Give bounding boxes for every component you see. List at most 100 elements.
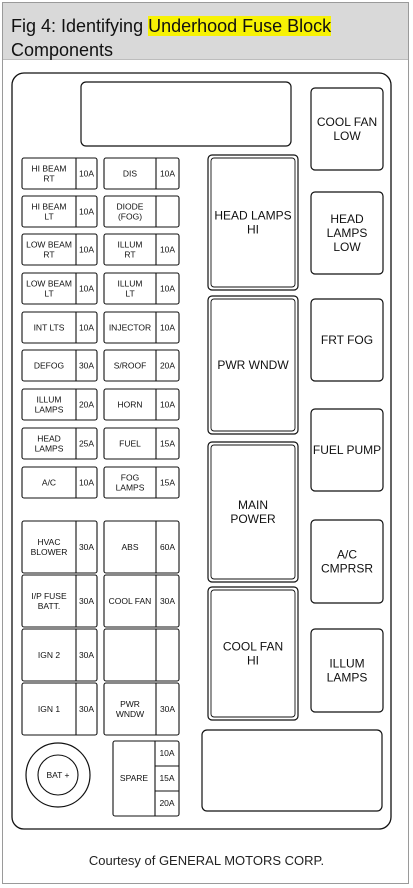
fuse-outline xyxy=(21,349,98,382)
fuse-rating: 15A xyxy=(160,439,175,449)
fuse-outline xyxy=(21,311,98,344)
spare-outline xyxy=(112,740,180,817)
relay-label: COOL FAN xyxy=(317,115,377,129)
relay-inner-outline xyxy=(210,157,296,288)
fuse-rating: 10A xyxy=(79,478,94,488)
fuse-label: INJECTOR xyxy=(109,323,151,333)
fuse-label: BATT. xyxy=(38,601,61,611)
fuse-rating: 60A xyxy=(160,542,175,552)
fuse-rating: 30A xyxy=(160,596,175,606)
fuse-outline xyxy=(21,388,98,421)
fuse-label: HI BEAM xyxy=(32,202,67,212)
relay-inner-outline xyxy=(210,444,296,580)
relay-label: PWR WNDW xyxy=(217,358,289,372)
cartridge-fuse xyxy=(103,628,180,682)
fuse-outline xyxy=(21,195,98,228)
fuse-outline xyxy=(103,682,180,736)
fuse-outline xyxy=(103,628,180,682)
fuse-label: IGN 1 xyxy=(38,704,60,714)
relay-label: HEAD xyxy=(330,212,364,226)
fuse-label: ILLUM xyxy=(117,279,142,289)
fuse-outline xyxy=(21,272,98,305)
fuse-outline xyxy=(21,520,98,574)
fuse-label: LAMPS xyxy=(116,483,145,493)
battery-terminal: BAT + xyxy=(25,742,91,808)
fuse-label: DIODE xyxy=(117,202,144,212)
relay-label: HI xyxy=(247,223,259,237)
fuse-rating: 25A xyxy=(79,439,94,449)
relay-label: FUEL PUMP xyxy=(313,443,381,457)
figure-title-line2: Components xyxy=(11,40,114,60)
relay-outline xyxy=(310,628,384,713)
fuse-label: LAMPS xyxy=(35,405,64,415)
figure-header: Fig 4: Identifying Underhood Fuse Block … xyxy=(3,3,408,60)
fuse-label: LOW BEAM xyxy=(26,240,72,250)
fuse-label: LT xyxy=(44,212,53,222)
fuse-label: LT xyxy=(44,289,53,299)
relay-outline xyxy=(207,295,299,435)
relay-label: ILLUM xyxy=(329,657,364,671)
figure-credit: Courtesy of GENERAL MOTORS CORP. xyxy=(88,853,325,868)
fuse-rating: 10A xyxy=(79,245,94,255)
relay-label: A/C xyxy=(337,548,357,562)
fuse-label: ILLUM xyxy=(117,240,142,250)
fuse-outline xyxy=(21,233,98,266)
fuse-rating: 30A xyxy=(79,596,94,606)
bottom-cover-slot xyxy=(201,729,383,812)
relay-inner-outline xyxy=(210,298,296,432)
fuse-outline xyxy=(21,628,98,682)
relay-outline xyxy=(310,87,384,171)
fuse-outline xyxy=(21,574,98,628)
fuse-label: (FOG) xyxy=(118,212,142,222)
spare-label: SPARE xyxy=(120,773,149,783)
fuse-outline xyxy=(21,682,98,736)
fuse-rating: 30A xyxy=(79,704,94,714)
relay-outline xyxy=(207,441,299,583)
relay-outline xyxy=(310,519,384,604)
relay-outline xyxy=(310,408,384,492)
fuse-rating: 30A xyxy=(79,542,94,552)
fuse-label: RT xyxy=(43,174,54,184)
fuse-outline xyxy=(103,349,180,382)
fuse-label: IGN 2 xyxy=(38,650,60,660)
small-fuse: DIODE(FOG) xyxy=(103,195,180,228)
relay-label: LOW xyxy=(333,129,361,143)
relay-inner-outline xyxy=(210,589,296,718)
title-highlight: Underhood Fuse Block xyxy=(148,16,332,36)
fuse-outline xyxy=(103,574,180,628)
fuse-rating: 30A xyxy=(79,361,94,371)
fuse-label: ABS xyxy=(121,542,138,552)
figure-title-line1: Fig 4: Identifying Underhood Fuse Block xyxy=(11,15,332,37)
relay-outline xyxy=(310,191,384,275)
relay-label: MAIN xyxy=(238,498,268,512)
relay-outline xyxy=(310,298,384,382)
relay-label: LAMPS xyxy=(327,671,368,685)
spare-fuse-rating: 10A xyxy=(159,748,174,758)
relay-outline xyxy=(207,586,299,721)
fuse-label: A/C xyxy=(42,478,56,488)
fuse-outline xyxy=(21,466,98,499)
relay-label: LAMPS xyxy=(327,226,368,240)
cartridge-fuse: ABS 60A xyxy=(103,520,180,574)
fuse-label: ILLUM xyxy=(36,395,61,405)
fuse-rating: 30A xyxy=(160,704,175,714)
